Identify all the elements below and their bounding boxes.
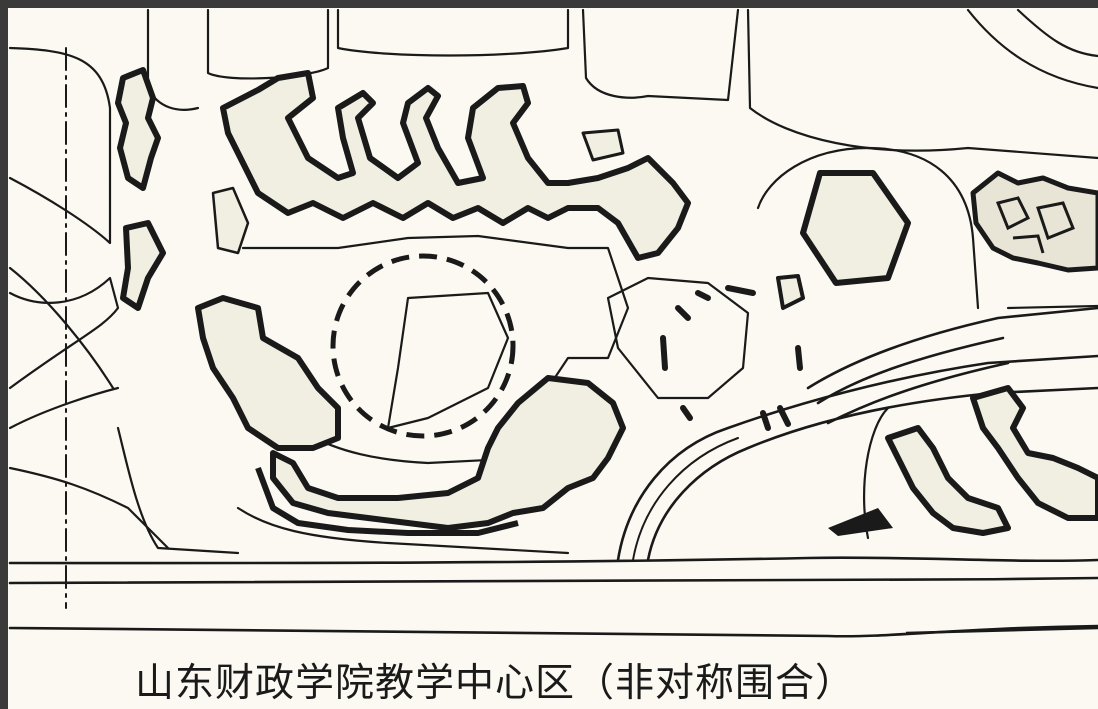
dashed-fragment-2 <box>725 285 756 296</box>
curved-avenue-inner <box>646 386 1098 562</box>
left-parcel-outline <box>8 46 112 245</box>
top-right-curve-1 <box>966 8 1098 90</box>
building-south-long <box>270 375 626 531</box>
dashed-fragment-7 <box>777 405 791 427</box>
dashed-fragment-1 <box>695 290 711 301</box>
avenue-upper-band <box>806 306 1098 390</box>
left-parcel-lower <box>8 276 120 390</box>
curved-avenue-mid <box>632 437 739 561</box>
building-left-strip-2 <box>120 220 166 311</box>
mid-plaza <box>606 276 750 400</box>
top-parcel-4 <box>581 8 740 102</box>
building-west-L <box>195 295 341 451</box>
avenue-upper-band-2 <box>816 336 1005 405</box>
curved-avenue-outer <box>616 354 1098 562</box>
building-small-top <box>581 128 625 162</box>
building-small-east <box>776 274 805 310</box>
bottom-mid-block <box>236 506 570 555</box>
site-plan-paper <box>8 8 1098 709</box>
bottom-left-block <box>116 426 240 555</box>
top-right-road <box>746 8 1098 160</box>
building-east-zigzag-1 <box>885 425 1011 536</box>
map-caption: 山东财政学院教学中心区（非对称围合） <box>135 661 856 706</box>
dashed-fragment-3 <box>660 335 668 371</box>
top-parcel-3 <box>336 8 570 57</box>
cluster-detail-1 <box>995 196 1031 231</box>
building-small-left <box>211 186 250 255</box>
avenue-upper-band-3 <box>826 361 1010 425</box>
dashed-fragment-5 <box>795 345 803 371</box>
right-lower-parcel <box>1006 304 1098 310</box>
building-left-strip <box>115 67 161 191</box>
courtyard-zone <box>241 234 630 390</box>
main-road-north-edge <box>8 556 1098 565</box>
central-building-outline <box>386 291 510 430</box>
building-east-zigzag-2 <box>970 385 1098 521</box>
main-road-centerline <box>8 576 1098 585</box>
dashed-fragment-6 <box>760 410 771 431</box>
building-south-outer <box>255 466 519 536</box>
building-north-chain <box>220 70 691 261</box>
left-diagonal-path-2 <box>8 386 120 430</box>
building-cluster-ne <box>970 170 1098 273</box>
right-block-outline <box>756 146 980 310</box>
left-block-bottom <box>8 466 170 550</box>
site-plan-map <box>8 8 1098 638</box>
dashed-fragment-4 <box>675 305 691 321</box>
cluster-detail-2 <box>1036 201 1075 240</box>
top-parcel-1 <box>146 8 200 111</box>
entry-wedge <box>828 508 893 536</box>
bottom-right-line <box>905 626 1098 635</box>
top-parcel-2 <box>206 8 330 80</box>
dashed-fragment-8 <box>680 405 693 421</box>
building-hexagon <box>800 170 911 286</box>
top-right-curve-2 <box>1016 8 1098 58</box>
courtyard-dashed-circle <box>330 253 516 439</box>
cluster-detail-3 <box>1012 234 1045 254</box>
